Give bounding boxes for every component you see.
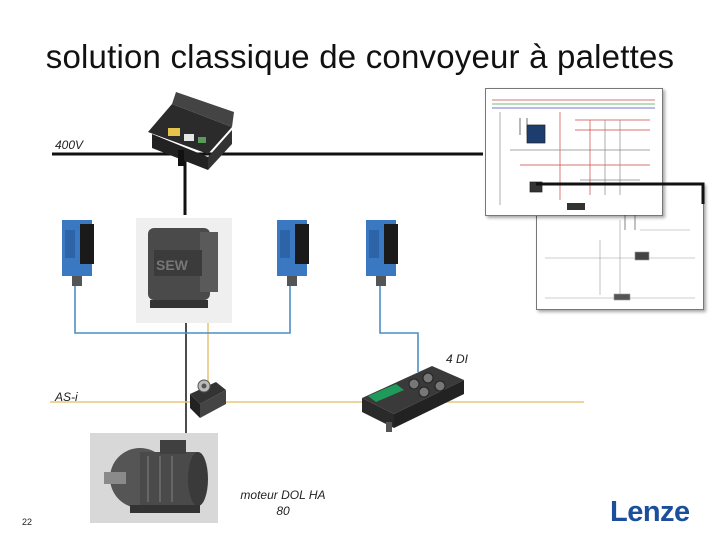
sensor-3-image <box>366 220 398 286</box>
sensor-wiring <box>74 284 419 372</box>
slide-title: solution classique de convoyeur à palett… <box>45 38 675 75</box>
bus-line-label: AS-i <box>55 390 78 404</box>
inputs-module-label: 4 DI <box>446 352 469 366</box>
sensor-1-image <box>62 220 94 286</box>
motor-label: moteur DOL HA 80 <box>233 487 333 519</box>
schematic-document-front <box>485 88 663 216</box>
junction-box-image <box>148 92 234 170</box>
asi-bus-line <box>50 320 584 403</box>
di-module-image <box>362 366 464 432</box>
motor-starter-image: SEW <box>136 218 232 323</box>
brand-logo: Lenze <box>610 496 690 528</box>
power-line <box>52 152 705 215</box>
svg-text:SEW: SEW <box>156 257 189 273</box>
motor-image <box>90 433 218 523</box>
schematic-back-detail <box>545 215 695 301</box>
schematic-front-detail <box>492 99 655 210</box>
motor-label-line1: moteur DOL HA <box>240 488 326 502</box>
page-number: 22 <box>22 517 33 527</box>
asi-connector-image <box>190 379 226 418</box>
motor-label-line2: 80 <box>276 504 290 518</box>
sensor-2-image <box>277 220 309 286</box>
power-line-label: 400V <box>55 138 84 152</box>
